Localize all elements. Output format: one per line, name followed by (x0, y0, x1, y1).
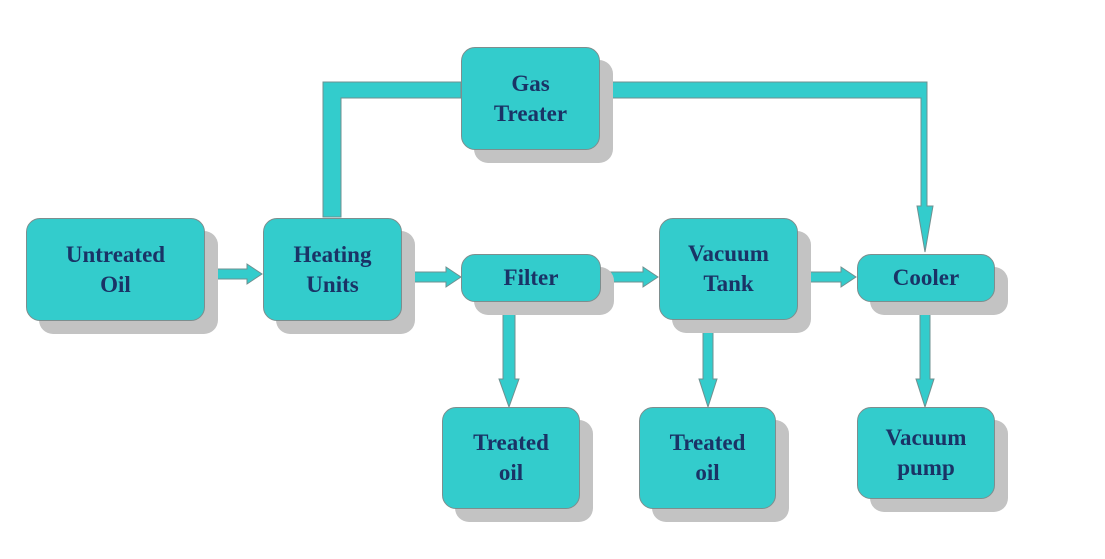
node-label: oil (498, 460, 524, 485)
node-label: Filter (503, 265, 559, 290)
arrow-vacuum-tank-to-treated-oil-2 (698, 319, 718, 409)
arrow-gas-treater-to-cooler (598, 81, 934, 253)
node-treated-oil-2: Treated oil (639, 407, 776, 509)
node-label: Treated (669, 430, 746, 455)
node-filter: Filter (461, 254, 601, 302)
node-label: Treated (473, 430, 549, 455)
node-label: Tank (703, 271, 754, 296)
node-label: pump (897, 455, 955, 480)
node-cooler: Cooler (857, 254, 995, 302)
line-heating-to-gas-treater (322, 81, 462, 218)
node-heating-units: Heating Units (263, 218, 402, 321)
node-label: Vacuum (688, 241, 769, 266)
arrow-untreated-to-heating (204, 263, 263, 285)
arrow-filter-to-vacuum-tank (600, 266, 659, 288)
node-label: Units (306, 271, 359, 297)
node-label: Oil (100, 271, 131, 297)
node-vacuum-tank: Vacuum Tank (659, 218, 798, 320)
arrow-filter-to-treated-oil-1 (498, 301, 520, 409)
node-label: Untreated (65, 241, 166, 267)
node-vacuum-pump: Vacuum pump (857, 407, 995, 499)
node-label: oil (695, 460, 720, 485)
node-label: Gas (511, 70, 550, 96)
arrow-heating-to-filter (401, 266, 462, 288)
node-label: Heating (293, 241, 372, 267)
node-treated-oil-1: Treated oil (442, 407, 580, 509)
node-label: Treater (493, 100, 568, 126)
node-label: Vacuum (885, 425, 967, 450)
node-untreated-oil: Untreated Oil (26, 218, 205, 321)
arrow-cooler-to-vacuum-pump (915, 301, 935, 409)
arrow-vacuum-tank-to-cooler (797, 266, 857, 288)
node-label: Cooler (892, 265, 960, 290)
node-gas-treater: Gas Treater (461, 47, 600, 150)
